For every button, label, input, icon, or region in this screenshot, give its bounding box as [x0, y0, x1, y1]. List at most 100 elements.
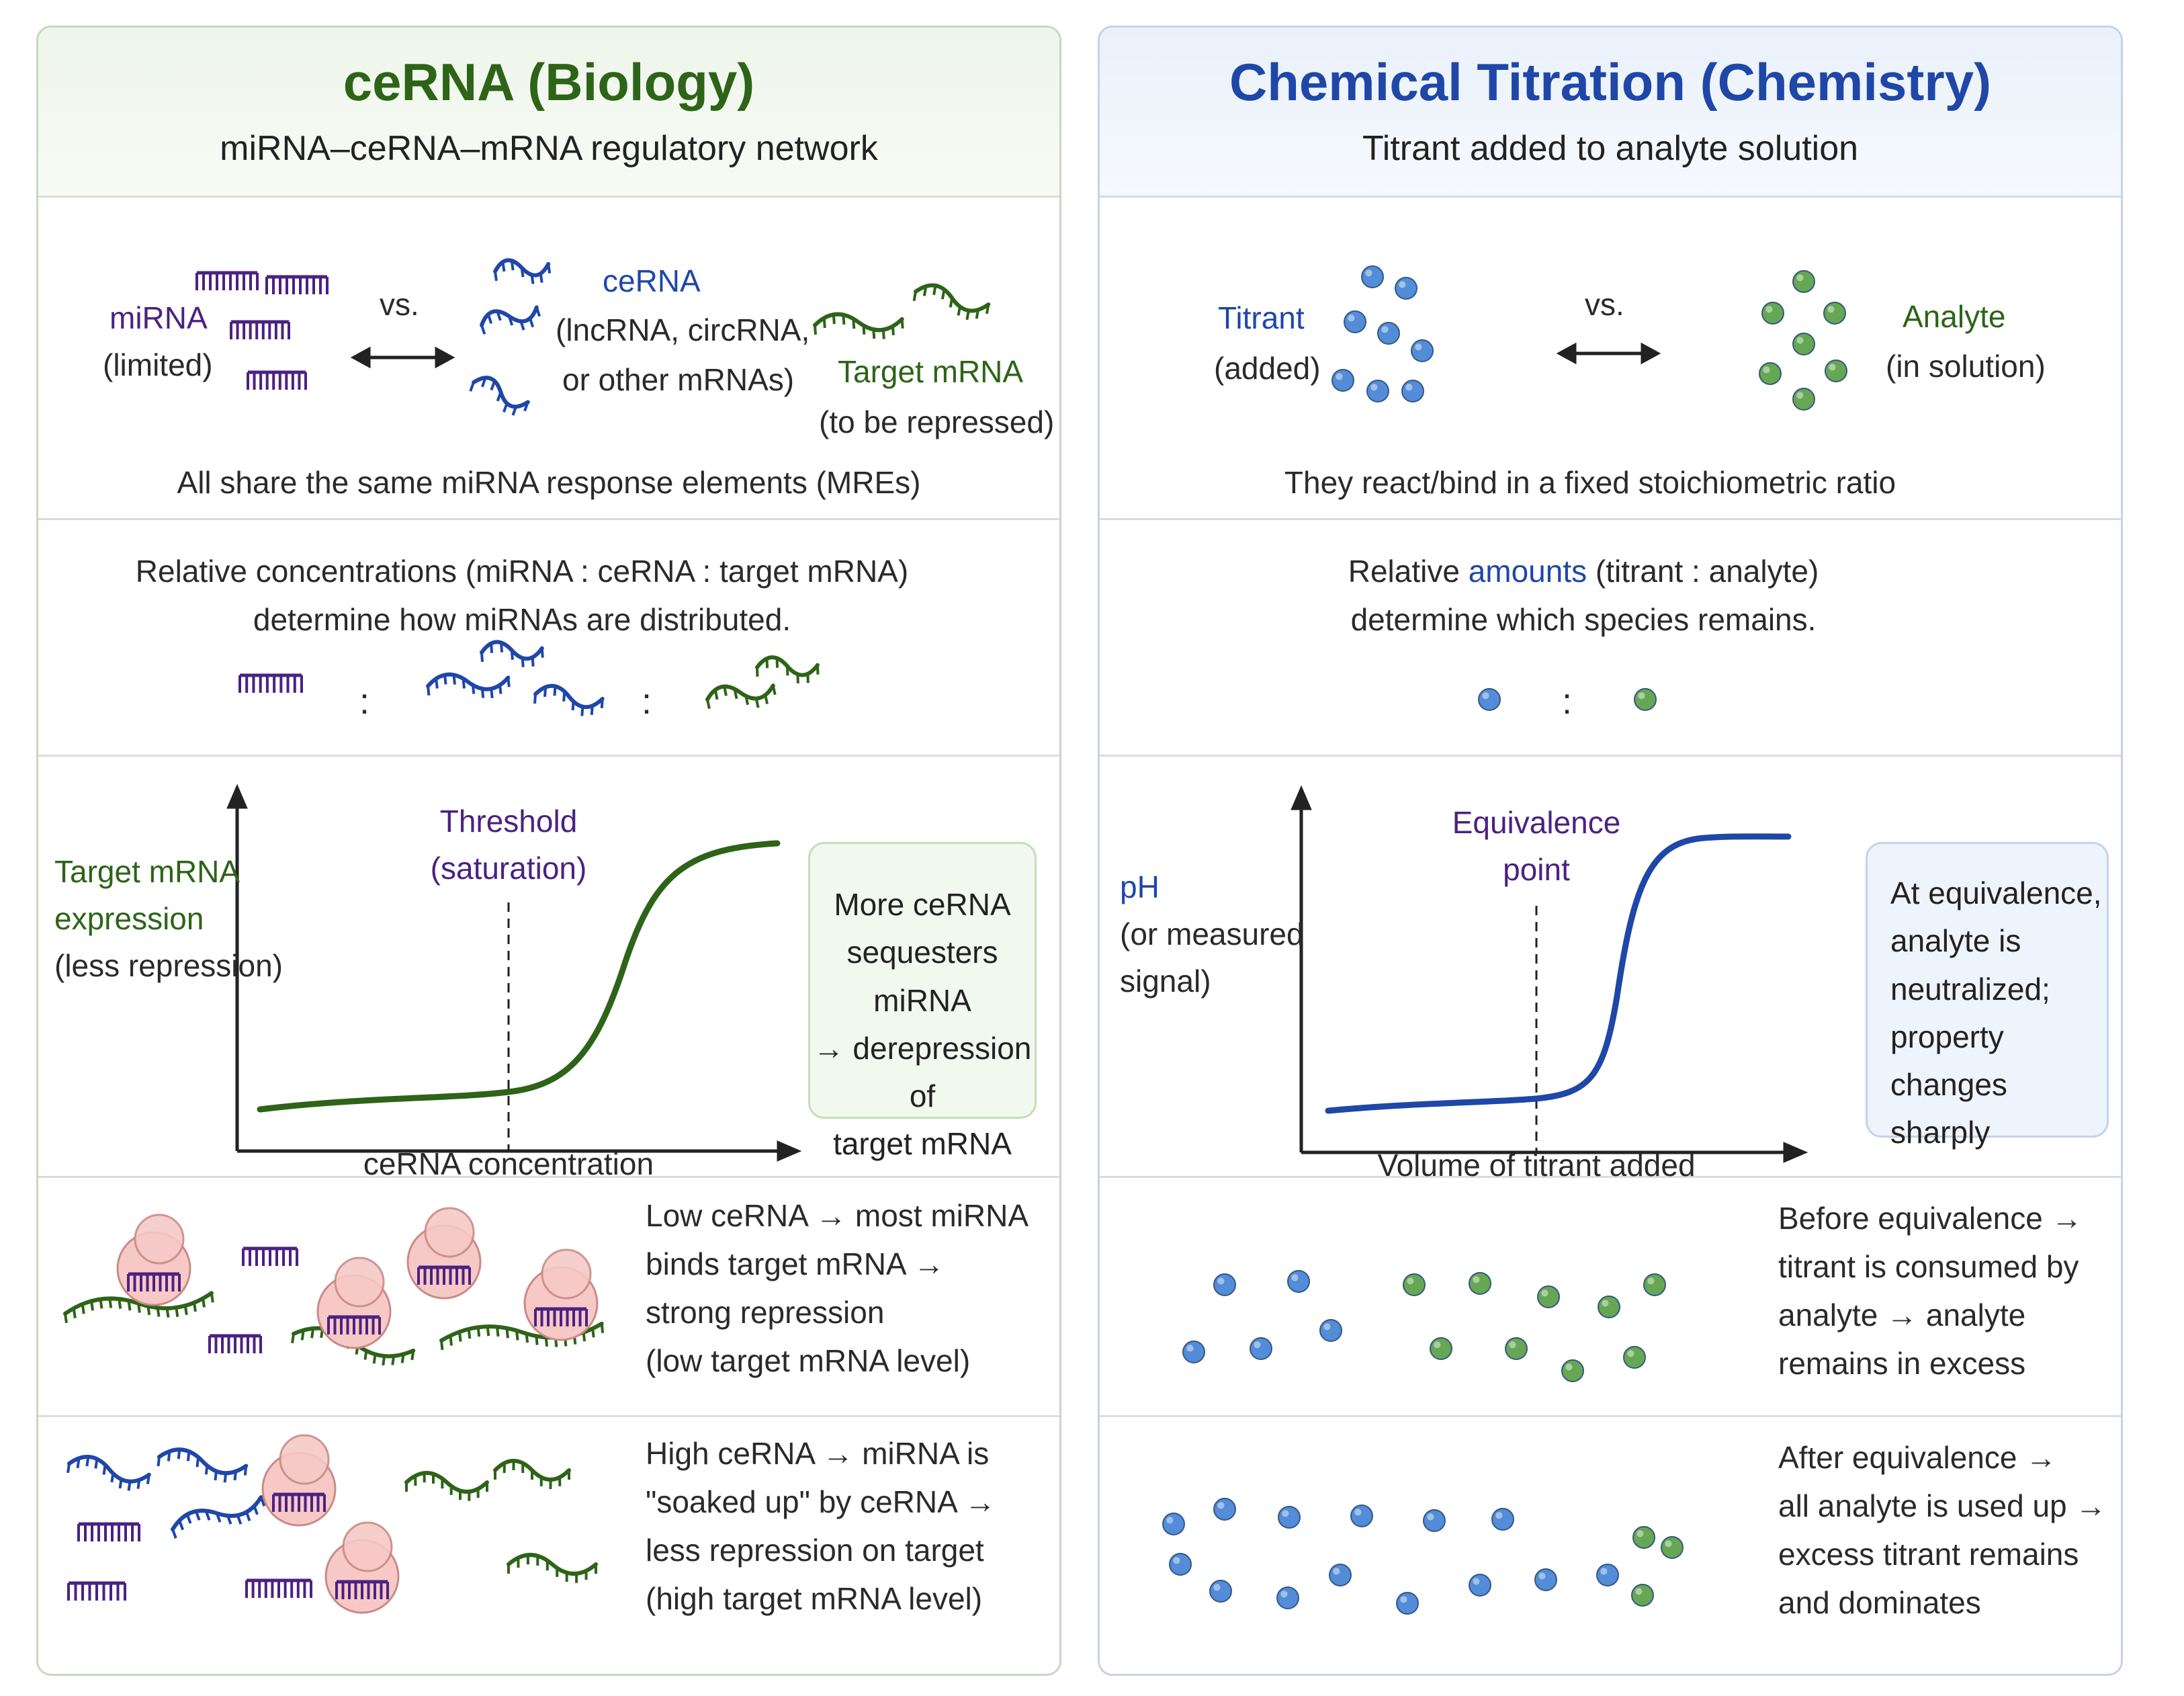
- x-axis: [237, 1140, 802, 1162]
- low-cerna-line4: (low target mRNA level): [646, 1343, 971, 1378]
- amounts-text-line1: Relative amounts (titrant : analyte): [1100, 552, 2067, 592]
- titrant-particle-icon: [1491, 1508, 1514, 1531]
- titrant-particle-icon: [1276, 1586, 1299, 1609]
- titration-header: Chemical Titration (Chemistry) Titrant a…: [1100, 28, 2121, 198]
- mirna-icon: [77, 1522, 140, 1541]
- mirna-icon: [208, 1334, 262, 1353]
- target-strand-icon: [404, 1471, 489, 1501]
- before-eq-line1: Before equivalence →: [1778, 1201, 2083, 1236]
- titration-graph-section: pH (or measured signal) Equivalence poin…: [1100, 755, 2121, 1183]
- graph-xlabel: ceRNA concentration: [363, 1146, 654, 1181]
- titration-curve-chart: [1291, 785, 1808, 1163]
- target-strand-icon: [813, 312, 904, 339]
- after-eq-line1: After equivalence →: [1778, 1440, 2057, 1475]
- high-cerna-line3: less repression on target: [646, 1533, 984, 1568]
- titrant-particle-icon: [1361, 265, 1384, 288]
- cerna-sigmoid-chart: [226, 783, 802, 1162]
- titrant-particle-icon: [1377, 322, 1400, 345]
- equivalence-box-line2: analyte is: [1890, 923, 2021, 959]
- titration-ratio-colon: :: [1562, 681, 1573, 722]
- analyte-particle-icon: [1792, 388, 1815, 411]
- analyte-particle-icon: [1537, 1285, 1560, 1308]
- titrant-particle-icon: [1319, 1319, 1342, 1342]
- before-eq-line3: analyte → analyte: [1778, 1298, 2026, 1332]
- cerna-components-icons: [195, 258, 991, 416]
- after-eq-line2: all analyte is used up →: [1778, 1488, 2107, 1523]
- titrant-particle-icon: [1344, 310, 1366, 333]
- derepression-box-line2: sequesters miRNA: [846, 935, 998, 1018]
- ph-note-2: signal): [1120, 964, 1211, 999]
- ribosome-icon: [261, 1434, 337, 1527]
- analyte-particle-icon: [1403, 1273, 1426, 1296]
- analyte-particle-icon: [1823, 302, 1846, 325]
- low-cerna-section: Low ceRNA → most miRNA binds target mRNA…: [38, 1176, 1059, 1417]
- ratio-text-line1: Relative concentrations (miRNA : ceRNA :…: [135, 554, 909, 589]
- analyte-particle-icon: [1634, 688, 1657, 711]
- titration-subtitle: Titrant added to analyte solution: [1362, 129, 1859, 168]
- target-strand-icon: [705, 683, 777, 710]
- ph-label: pH: [1120, 870, 1160, 904]
- cerna-strand-icon: [171, 1495, 266, 1539]
- mirna-label: miRNA: [110, 300, 208, 335]
- cerna-icon: [469, 258, 552, 416]
- graph-ylabel-3: (less repression): [54, 948, 283, 983]
- target-expression-curve: [257, 840, 781, 1113]
- target-mrna-label: Target mRNA: [838, 354, 1024, 389]
- before-eq-line2: titrant is consumed by: [1778, 1249, 2079, 1284]
- mirna-note: (limited): [103, 347, 213, 382]
- ratio-colon-1: :: [359, 681, 370, 722]
- after-equivalence-section: After equivalence → all analyte is used …: [1100, 1415, 2121, 1674]
- high-cerna-section: High ceRNA → miRNA is "soaked up" by ceR…: [38, 1415, 1059, 1674]
- ribosome-icon: [116, 1214, 191, 1306]
- target-strand-icon: [63, 1291, 214, 1324]
- amounts-post: (titrant : analyte): [1587, 554, 1819, 589]
- cerna-label: ceRNA: [603, 263, 701, 298]
- amounts-pre: Relative: [1348, 554, 1469, 589]
- titrant-particle-icon: [1213, 1498, 1236, 1521]
- equivalence-box-line4: property changes: [1890, 1019, 2007, 1103]
- equivalence-box-line3: neutralized;: [1890, 971, 2050, 1007]
- titrant-note: (added): [1214, 351, 1321, 386]
- titration-ratio-section: Relative amounts (titrant : analyte) det…: [1100, 518, 2121, 757]
- mirna-icon: [534, 1307, 588, 1326]
- titrant-label: Titrant: [1218, 300, 1305, 335]
- titrant-particle-icon: [1287, 1270, 1310, 1293]
- target-mrna-icon: [705, 655, 820, 710]
- titrant-particle-icon: [1478, 688, 1501, 711]
- titrant-particle-icon: [1469, 1574, 1491, 1597]
- cerna-subtitle: miRNA–ceRNA–mRNA regulatory network: [220, 129, 878, 168]
- equivalence-label-2: point: [1503, 852, 1570, 887]
- titrant-particle-icon: [1162, 1513, 1185, 1535]
- titrant-particle-icon: [1250, 1337, 1272, 1360]
- before-eq-line4: remains in excess: [1778, 1346, 2026, 1381]
- mirna-icon: [127, 1272, 181, 1291]
- titrant-particle-icon: [1329, 1564, 1352, 1586]
- mirna-icon: [245, 1578, 312, 1598]
- amounts-text-line2: determine which species remains.: [1350, 602, 1817, 637]
- analyte-label: Analyte: [1903, 299, 2006, 334]
- cerna-strand-icon: [67, 1455, 151, 1491]
- mirna-icon: [67, 1581, 126, 1601]
- titration-curve: [1325, 833, 1792, 1114]
- analyte-particle-icon: [1634, 688, 1657, 711]
- derepression-box-line4: target mRNA: [833, 1126, 1012, 1162]
- y-axis: [1291, 785, 1312, 1152]
- analyte-particle-icon: [1792, 333, 1815, 355]
- mirna-icon: [417, 1265, 471, 1285]
- titrant-particle-icon: [1395, 277, 1417, 300]
- amounts-highlight: amounts: [1468, 554, 1587, 589]
- ph-note-1: (or measured: [1120, 917, 1304, 951]
- analyte-particle-icon: [1759, 362, 1782, 385]
- cerna-strand-icon: [493, 258, 552, 284]
- equivalence-label-1: Equivalence: [1452, 805, 1621, 840]
- mirna-icon: [242, 1246, 298, 1266]
- titrant-particle-icon: [1182, 1341, 1205, 1363]
- after-equivalence-particles: [1162, 1498, 1684, 1615]
- target-strand-icon: [493, 1459, 571, 1489]
- ribosome-icon: [406, 1207, 482, 1300]
- equivalence-box-line1: At equivalence,: [1890, 876, 2102, 910]
- analyte-particle-icon: [1430, 1337, 1452, 1360]
- derepression-box: More ceRNA sequesters miRNA → derepressi…: [808, 842, 1037, 1161]
- titrant-particle-icon: [1278, 1506, 1301, 1529]
- target-strand-icon: [507, 1553, 598, 1583]
